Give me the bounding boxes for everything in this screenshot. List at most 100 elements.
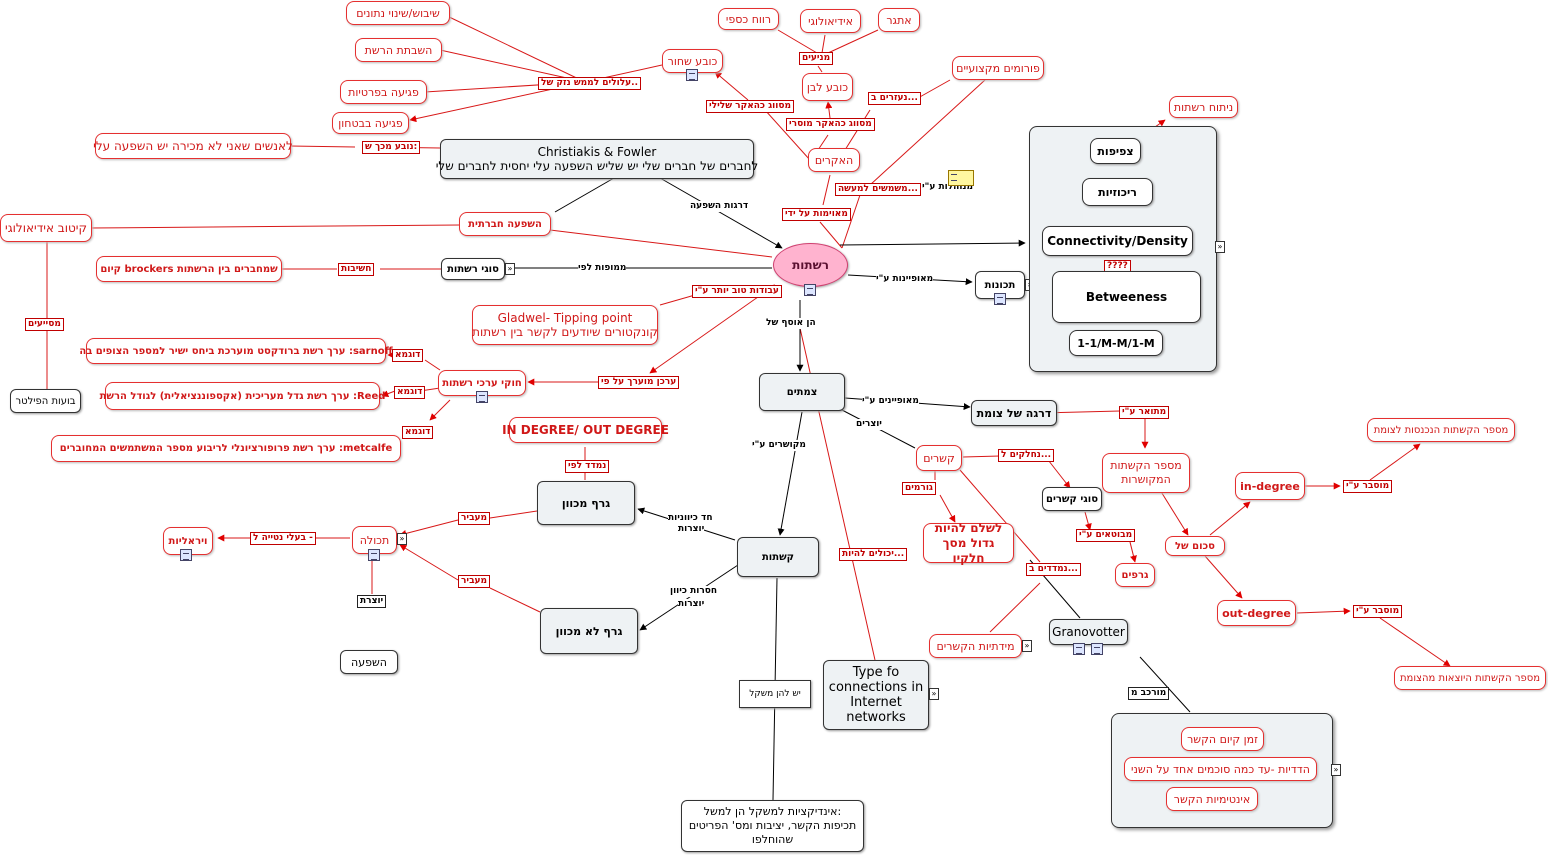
christakis-desc: לחברים של חברים שלי יש שליש השפעה עלי יח… bbox=[435, 159, 759, 173]
node-data-tampering[interactable]: שיבוש/שינוי נתונים bbox=[346, 1, 450, 25]
link-label: נמדד לפי bbox=[565, 460, 610, 473]
node-relation-types[interactable]: סוגי קשרים bbox=[1042, 487, 1102, 511]
node-centrality[interactable]: ריכוזיות bbox=[1082, 178, 1153, 206]
node-sum-of[interactable]: סכום של bbox=[1165, 536, 1225, 556]
note-icon[interactable] bbox=[1091, 643, 1103, 655]
node-financial-gain[interactable]: רווח כספי bbox=[718, 8, 779, 30]
node-vertex-degree[interactable]: דרגה של צומת bbox=[971, 400, 1057, 426]
center-node-networks[interactable]: רשתות bbox=[773, 243, 848, 287]
node-weight-indicators[interactable]: אינדיקציות למשקל הן למשל: תכיפות הקשר, י… bbox=[681, 800, 864, 852]
link-label: מעביר bbox=[458, 575, 491, 588]
expand-chevron-icon[interactable]: » bbox=[397, 533, 407, 545]
node-connectivity-density[interactable]: Connectivity/Density bbox=[1042, 226, 1193, 256]
node-reciprocity[interactable]: הדדיות -עד כמה סוכמים אחד על השני bbox=[1124, 757, 1317, 781]
note-icon[interactable] bbox=[948, 170, 974, 186]
node-incoming-edges-count[interactable]: מספר הקשתות הנכנסות לצומת bbox=[1367, 418, 1515, 442]
link-label: מנוהלות ע"י bbox=[922, 182, 974, 193]
node-vertices[interactable]: צמתים bbox=[759, 373, 845, 411]
expand-chevron-icon[interactable]: » bbox=[929, 688, 939, 700]
node-linked-edges-count[interactable]: מספר הקשתות המקושרות bbox=[1102, 453, 1190, 493]
node-ideological-polarization[interactable]: קיטוב אידיאולוגי bbox=[0, 214, 92, 242]
link-label: נעזרים ב... bbox=[868, 92, 921, 105]
link-label: דוגמא bbox=[402, 426, 434, 439]
node-white-hat[interactable]: כובע לבן bbox=[802, 73, 853, 101]
node-network-types[interactable]: סוגי רשתות bbox=[441, 258, 505, 280]
node-christakis-fowler[interactable]: Christiakis & Fowler לחברים של חברים שלי… bbox=[436, 139, 758, 179]
node-filter-bubbles[interactable]: בועות הפילטר bbox=[10, 389, 81, 413]
link-label: מעביר bbox=[458, 512, 491, 525]
link-label: מורכב מ bbox=[1128, 687, 1170, 700]
christakis-title: Christiakis & Fowler bbox=[537, 145, 657, 159]
image-icon[interactable] bbox=[804, 284, 816, 296]
node-in-degree[interactable]: in-degree bbox=[1235, 472, 1305, 500]
indicators-line3: שהוחלפו bbox=[751, 833, 794, 846]
node-in-out-degree[interactable]: IN DEGREE/ OUT DEGREE bbox=[502, 417, 669, 443]
link-label: מסייעים bbox=[25, 318, 64, 331]
node-gladwell[interactable]: Gladwel- Tipping point קונקטורים שיודעים… bbox=[472, 305, 658, 345]
link-label: יכולים להיות... bbox=[839, 548, 908, 561]
link-label: דוגמא bbox=[392, 349, 424, 362]
node-metcalfe[interactable]: ערך רשת פרופורציונלי לריבוע מספר המשתמשי… bbox=[51, 435, 401, 462]
node-sarnoff[interactable]: ערך רשת ברודקסט מוערכת ביחס ישיר למספר ה… bbox=[79, 338, 393, 364]
node-granovetter[interactable]: Granovotter bbox=[1049, 619, 1128, 645]
node-connection-types[interactable]: Type fo connections in Internet networks bbox=[823, 660, 929, 730]
node-directed-graph[interactable]: גרף מכוון bbox=[537, 481, 635, 525]
node-professional-forums[interactable]: פורומים מקצועיים bbox=[952, 56, 1044, 80]
node-influence[interactable]: השפעה bbox=[340, 650, 398, 674]
node-strangers-influence[interactable]: לאנשים שאני לא מכירה יש השפעה עלי bbox=[93, 133, 293, 159]
node-network-analysis[interactable]: ניתוח רשתות bbox=[1169, 96, 1238, 118]
link-label: מתואר ע"י bbox=[1119, 406, 1170, 419]
link-label: יוצרת bbox=[357, 595, 387, 608]
node-outgoing-edges-count[interactable]: מספר הקשתות היוצאות מהצומת bbox=[1394, 666, 1546, 690]
image-icon[interactable] bbox=[476, 391, 488, 403]
expand-chevron-icon[interactable]: » bbox=[1215, 241, 1225, 253]
node-privacy-breach[interactable]: פגיעה בפרטיות bbox=[340, 80, 427, 104]
link-label: יוצרות bbox=[678, 524, 705, 535]
note-icon[interactable] bbox=[180, 549, 192, 561]
link-label: מבוטאים ע"י bbox=[1076, 529, 1136, 542]
link-label: נובע מכך ש: bbox=[362, 141, 421, 154]
link-label: מניעים bbox=[799, 52, 834, 65]
node-intimacy[interactable]: אינטימיות הקשר bbox=[1166, 787, 1258, 811]
link-label: ממופות לפי bbox=[578, 263, 627, 274]
note-icon[interactable] bbox=[994, 293, 1006, 305]
node-relations[interactable]: קשרים bbox=[916, 445, 962, 471]
link-label: דרגות השפעה bbox=[690, 201, 749, 212]
node-graphs[interactable]: גרפים bbox=[1115, 563, 1155, 587]
node-weighted[interactable]: יש להן משקל bbox=[739, 680, 811, 708]
node-edge-proportion[interactable]: מידתיות הקשרים bbox=[929, 634, 1022, 658]
link-label: יוצרים bbox=[856, 419, 882, 430]
expand-chevron-icon[interactable]: » bbox=[505, 263, 515, 275]
link-label: מסווג כהאקר שלילי bbox=[706, 100, 794, 113]
note-icon[interactable] bbox=[368, 549, 380, 561]
image-icon[interactable] bbox=[1073, 643, 1085, 655]
expand-chevron-icon[interactable]: » bbox=[1331, 764, 1341, 776]
node-edges[interactable]: קשתות bbox=[737, 537, 819, 577]
node-betweenness[interactable]: Betweeness bbox=[1052, 271, 1201, 323]
gladwell-title: Gladwel- Tipping point bbox=[497, 311, 633, 325]
link-label: משמשים למעשה... bbox=[835, 183, 921, 196]
node-hackers[interactable]: האקרים bbox=[808, 148, 860, 172]
node-reed[interactable]: ערך רשת גדל מעריכית (אקספוננציאלית) לגוד… bbox=[100, 382, 385, 410]
node-undirected-graph[interactable]: גרף לא מכוון bbox=[540, 608, 638, 654]
node-density[interactable]: צפיפות bbox=[1090, 138, 1141, 164]
note-icon[interactable] bbox=[686, 69, 698, 81]
node-greater-than-sum[interactable]: לשלם להיות גדול מסך חלקיו bbox=[923, 521, 1014, 565]
link-label: גורמים bbox=[902, 482, 936, 495]
node-brokers[interactable]: קיום brockers שמחברים בין הרשתות bbox=[96, 256, 282, 282]
link-label: חשיבות bbox=[338, 263, 375, 276]
node-security-breach[interactable]: פגיעה בבטחון bbox=[332, 112, 409, 134]
node-out-degree[interactable]: out-degree bbox=[1217, 600, 1296, 626]
node-mapping-ratios[interactable]: 1-1/M-M/1-M bbox=[1069, 330, 1163, 356]
link-label: מוסבר ע"י bbox=[1343, 480, 1393, 493]
expand-chevron-icon[interactable]: » bbox=[1022, 640, 1032, 652]
link-label: עבודות טוב יותר ע"י bbox=[692, 285, 782, 298]
node-ideological[interactable]: אידיאולוגי bbox=[800, 9, 861, 33]
node-social-influence[interactable]: השפעה חברתית bbox=[459, 212, 551, 236]
node-relation-duration[interactable]: זמן קיום הקשר bbox=[1181, 727, 1264, 751]
link-label: יוצרות bbox=[678, 599, 705, 610]
indicators-line1: אינדיקציות למשקל הן למשל: bbox=[703, 805, 842, 818]
node-challenge[interactable]: אתגר bbox=[878, 8, 920, 32]
gladwell-desc: קונקטורים שיודעים לקשר בין רשתות bbox=[472, 325, 658, 339]
node-network-shutdown[interactable]: השבתת הרשת bbox=[355, 38, 442, 62]
